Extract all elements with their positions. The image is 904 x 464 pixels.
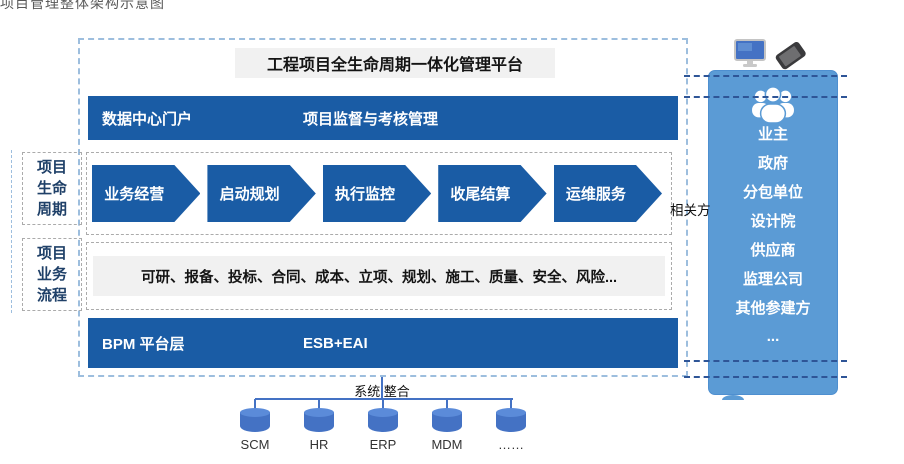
system-node: ERP bbox=[351, 399, 415, 452]
stakeholder-panel bbox=[708, 70, 838, 395]
bpm-platform-bar: BPM 平台层 ESB+EAI bbox=[88, 318, 678, 368]
connector-dashed-line-top-2 bbox=[684, 96, 847, 98]
side-label-line: 项目 bbox=[36, 159, 67, 176]
database-cylinder-icon bbox=[432, 408, 462, 432]
stakeholder-item: 业主 bbox=[757, 126, 788, 143]
related-parties-label: 相关方 bbox=[670, 203, 711, 218]
stakeholder-item: 供应商 bbox=[750, 242, 796, 259]
side-label-line: 业务 bbox=[36, 266, 67, 283]
page-title-text: 项目管理整体架构示意图 bbox=[0, 0, 165, 11]
stakeholder-item: 分包单位 bbox=[742, 184, 803, 201]
connector-dashed-line-bottom-1 bbox=[684, 360, 847, 362]
system-node: HR bbox=[287, 399, 351, 452]
supervision-assessment-label: 项目监督与考核管理 bbox=[303, 110, 439, 128]
system-label: HR bbox=[309, 437, 329, 452]
connector-dashed-line-bottom-2 bbox=[684, 376, 847, 378]
integration-connector-line bbox=[255, 398, 513, 400]
smartphone-icon bbox=[775, 42, 806, 70]
lifecycle-stage-label: 收尾结算 bbox=[450, 186, 511, 203]
system-label: MDM bbox=[431, 437, 463, 452]
connector-stub bbox=[318, 399, 320, 409]
page-title: 项目管理整体架构示意图 bbox=[0, 0, 220, 11]
database-cylinder-icon bbox=[496, 408, 526, 432]
stakeholder-item: 监理公司 bbox=[742, 271, 803, 288]
portal-bar: 数据中心门户 项目监督与考核管理 bbox=[88, 96, 678, 140]
integration-stem-line bbox=[381, 377, 383, 398]
database-cylinder-icon bbox=[304, 408, 334, 432]
connector-stub bbox=[446, 399, 448, 409]
lifecycle-stage-arrow: 业务经营 bbox=[92, 165, 201, 222]
external-systems-row: SCM HR ERP MDM …… bbox=[223, 399, 545, 452]
bpm-platform-label: BPM 平台层 bbox=[102, 335, 185, 353]
database-cylinder-icon bbox=[368, 408, 398, 432]
desktop-monitor-icon bbox=[734, 39, 766, 67]
stakeholder-item: 其他参建方 bbox=[735, 300, 811, 317]
side-label-line: 周期 bbox=[36, 201, 67, 218]
lifecycle-row-box bbox=[86, 152, 672, 235]
stakeholder-list: 业主政府分包单位设计院供应商监理公司其他参建方... bbox=[708, 119, 838, 351]
lifecycle-stage-arrow: 收尾结算 bbox=[438, 165, 547, 222]
system-label: …… bbox=[498, 437, 524, 452]
system-node: MDM bbox=[415, 399, 479, 452]
system-node: …… bbox=[479, 399, 543, 452]
esb-eai-label: ESB+EAI bbox=[303, 334, 368, 352]
side-label-line: 生命 bbox=[36, 180, 67, 197]
lifecycle-stage-label: 运维服务 bbox=[565, 186, 626, 203]
lifecycle-stage-arrow: 运维服务 bbox=[553, 165, 663, 222]
side-label-lifecycle: 项目生命周期 bbox=[22, 152, 82, 225]
stakeholder-item: 设计院 bbox=[750, 213, 796, 230]
stakeholder-item: ... bbox=[766, 328, 780, 345]
left-dashed-line bbox=[11, 150, 12, 313]
lifecycle-stage-arrow: 启动规划 bbox=[207, 165, 316, 222]
lifecycle-stage-label: 启动规划 bbox=[219, 186, 280, 203]
people-group-icon bbox=[752, 86, 794, 124]
connector-stub bbox=[382, 399, 384, 409]
side-label-line: 项目 bbox=[36, 245, 67, 262]
panel-bottom-artifact bbox=[722, 395, 744, 400]
lifecycle-stage-label: 执行监控 bbox=[335, 186, 396, 203]
data-center-portal-label: 数据中心门户 bbox=[102, 110, 193, 128]
system-integration-label: 系统 整合 bbox=[354, 384, 410, 399]
connector-stub bbox=[254, 399, 256, 409]
side-label-line: 流程 bbox=[36, 287, 67, 304]
lifecycle-stage-arrow: 执行监控 bbox=[322, 165, 432, 222]
lifecycle-arrow-row: 业务经营 启动规划 执行监控 收尾结算 运维服务 bbox=[92, 165, 663, 222]
system-label: ERP bbox=[369, 437, 397, 452]
platform-boundary-box bbox=[78, 38, 688, 377]
platform-title-bar: 工程项目全生命周期一体化管理平台 bbox=[235, 48, 555, 78]
connector-dashed-line-top-1 bbox=[684, 75, 847, 77]
system-node: SCM bbox=[223, 399, 287, 452]
system-label: SCM bbox=[240, 437, 270, 452]
connector-stub bbox=[510, 399, 512, 409]
database-cylinder-icon bbox=[240, 408, 270, 432]
side-label-process: 项目业务流程 bbox=[22, 238, 82, 311]
stakeholder-item: 政府 bbox=[757, 155, 788, 172]
lifecycle-stage-label: 业务经营 bbox=[104, 186, 165, 203]
process-row-box bbox=[86, 242, 672, 310]
business-process-bar: 可研、报备、投标、合同、成本、立项、规划、施工、质量、安全、风险... bbox=[93, 256, 665, 296]
